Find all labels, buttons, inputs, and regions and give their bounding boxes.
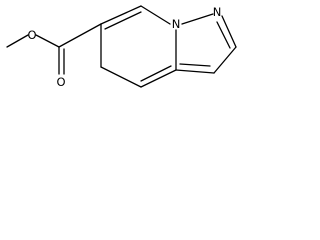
- bond-c3-c2: [213, 46, 237, 74]
- bond-c6-n: [140, 5, 171, 25]
- bridgehead-nitrogen-label: N: [172, 17, 181, 31]
- bond-methyl-oxygen: [6, 34, 29, 48]
- pyrazole-nitrogen-label: N: [213, 5, 222, 19]
- bond-oxygen-carbonyl-carbon: [35, 34, 60, 48]
- bond-c5-c6: [100, 5, 142, 25]
- bond-c4-c5: [100, 66, 142, 88]
- molecule-diagram: O O N N: [6, 5, 237, 89]
- structure-canvas: O O N N: [0, 0, 242, 132]
- bond-carbonyl-ring: [58, 23, 102, 48]
- bond-c2-c3a: [175, 69, 215, 74]
- bond-n1-n2: [181, 13, 214, 25]
- bond-c3a-c4-double: [140, 65, 172, 82]
- bond-c6-c7-double: [104, 11, 142, 30]
- bond-c3a-c4: [140, 69, 177, 88]
- bond-c2-c3a-double: [179, 63, 211, 67]
- ester-oxygen-label: O: [27, 28, 36, 42]
- bond-n2-c3-double: [216, 21, 231, 49]
- carbonyl-oxygen-label: O: [56, 75, 65, 89]
- bond-n2-c3: [221, 15, 237, 48]
